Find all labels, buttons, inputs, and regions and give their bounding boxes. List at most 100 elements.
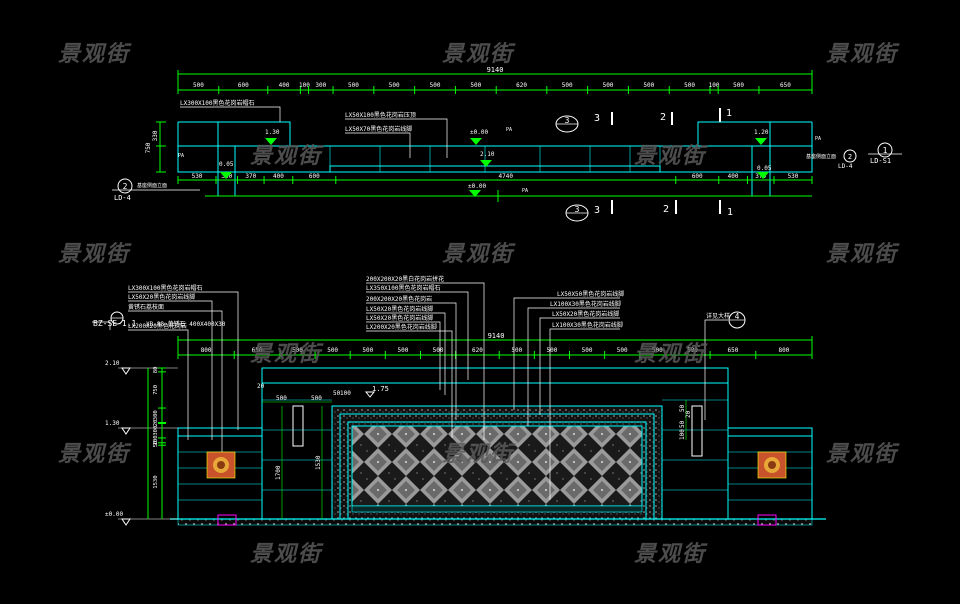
plan-section-marks [611,108,721,214]
plan-basin [329,165,661,173]
svg-text:1.75: 1.75 [372,385,389,393]
plan-bottom_dims-3: 400 [273,173,284,180]
elev-left-label-2: 黄锈石荔枝面 [128,303,164,311]
elev-left-side-dim-2: 300 [153,410,159,420]
svg-text:4: 4 [735,312,740,321]
plan-top_dims-0: 500 [193,82,204,89]
plan-bottom_dims-6: 600 [692,173,703,180]
elevation-top_dims-12: 500 [652,347,663,354]
elevation-top_dims-4: 500 [362,347,373,354]
elevation-top_dims-2: 500 [292,347,303,354]
plan-top_dims-1: 600 [238,82,249,89]
watermark-15: 景观街 [634,542,707,567]
plan-bottom_dims-9: 530 [788,173,799,180]
svg-text:1.30: 1.30 [105,420,120,427]
plan-top_dims-3: 100 [299,82,310,89]
svg-text:3: 3 [565,116,570,125]
plan-label-0: LX300X100黑色花岗岩帽石 [180,99,255,107]
elev-ground-band [177,518,813,526]
plan-level-6: ±0.00 [468,183,486,190]
svg-text:LD-4: LD-4 [838,163,853,170]
watermark-3: 景观街 [826,42,899,67]
plan-section-mark-4: 2 [663,204,669,215]
elevation-top_dims-6: 500 [433,347,444,354]
elev-center-label-2: 200X200X20黑色花岗岩 [366,295,432,303]
svg-text:20: 20 [257,383,265,390]
svg-text:2.10: 2.10 [105,360,120,367]
elev-center-annotations [366,282,485,440]
elev-center-label-4: LX50X20黑色花岗岩线脚 [366,314,433,322]
plan-left-pillar [217,121,291,147]
elev-detail-callout: 4 详见大样 [704,311,746,420]
plan-callout-3-top: 3 3 [555,115,589,222]
plan-top_dims-12: 500 [643,82,654,89]
elevation-top_dims-1: 650 [252,347,263,354]
elev-left-side-dim-0: 80 [153,367,159,374]
plan-label-1: LX50X100黑色花岗岩压顶 [345,111,416,119]
elev-right-label-3: LX100X30黑色花岗岩线脚 [552,321,623,329]
plan-top_dims-8: 500 [470,82,481,89]
elev-right-label-2: LX50X20黑色花岗岩线脚 [552,310,619,318]
elev-overall-dim: 9140 [488,332,505,340]
plan-top_dims-6: 500 [389,82,400,89]
elevation-top_dims-10: 500 [582,347,593,354]
watermark-4: 景观街 [250,144,323,169]
watermark-13: 景观街 [826,442,899,467]
elev-center-label-3: LX50X20黑色花岗岩线脚 [366,305,433,313]
watermark-9: 景观街 [250,342,323,367]
plan-top_dims-4: 300 [315,82,326,89]
svg-text:3: 3 [575,205,580,214]
elev-center-label-5: LX200X20黑色花岗岩线脚 [366,323,437,331]
plan-level-3: 1.20 [754,129,769,136]
plan-section-mark-0: 3 [594,113,600,124]
elev-footing-left [217,514,237,526]
watermark-6: 景观街 [58,242,131,267]
elev-left-side-dim-3: 20 [153,420,159,427]
svg-text:500: 500 [311,395,322,402]
elevation-top_dims-9: 500 [547,347,558,354]
elev-ornament-left [206,451,236,479]
plan-level-1: ±0.00 [470,129,488,136]
plan-top_dims-16: 650 [780,82,791,89]
plan-level-2: 2.10 [480,151,495,158]
plan-top_dims-10: 500 [562,82,573,89]
plan-top_dims-13: 500 [684,82,695,89]
watermark-1: 景观街 [58,42,131,67]
plan-bottom_dims-0: 530 [192,173,203,180]
elev-inner-dims: 20 500 500 50 100 1.75 1530 1700 [257,383,389,519]
elevation-top_dims-15: 800 [778,347,789,354]
plan-level-0: 1.30 [265,129,280,136]
elev-right-inner-dims: 50 20 50 100 [679,400,692,440]
watermark-10: 景观街 [634,342,707,367]
elev-ornament-right [757,451,787,479]
plan-top_dims-9: 620 [516,82,527,89]
elevation-top_dims-7: 620 [472,347,483,354]
plan-pa-1: PA [506,127,512,133]
plan-top_dims-5: 500 [348,82,359,89]
elev-left-side-dim-4: 300 [153,426,159,436]
elev-left-side-dim-6: 50 [153,441,159,448]
svg-text:LD-4: LD-4 [114,194,131,202]
elevation-top_dims-14: 650 [728,347,739,354]
elevation-top_dims-3: 500 [327,347,338,354]
svg-text:±0.00: ±0.00 [105,511,123,518]
elev-water-line [351,505,643,513]
svg-text:100: 100 [679,429,686,440]
plan-level-4: 0.05 [219,161,234,168]
elevation-top_dims-5: 500 [398,347,409,354]
watermark-11: 景观街 [58,442,131,467]
elevation-view: 9140 800 650 500 500 500 500 500 620 500 500 500 50… [92,275,826,526]
plan-pa-0: PA [178,153,184,159]
plan-bottom_dims-4: 600 [309,173,320,180]
elev-left-annotations [92,291,239,452]
plan-callout-left: 2 LD-4 基座侧面立面 [112,178,200,202]
elev-left-label-0: LX300X100黑色花岗岩帽石 [128,284,203,292]
elevation-top_dims-8: 500 [511,347,522,354]
elev-left-label-3: LX200X20黑色花岗岩 [128,322,187,330]
elev-slot-left [292,405,304,447]
plan-section-mark-1: 2 [660,112,666,123]
